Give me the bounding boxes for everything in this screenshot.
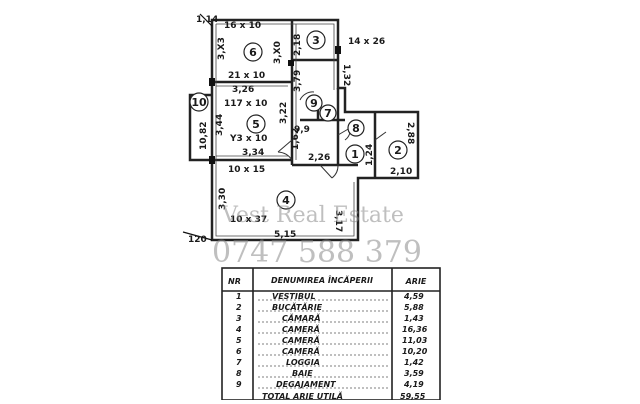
- room-8-number: 8: [352, 122, 360, 135]
- dim-label: 2,88: [405, 122, 415, 144]
- dim-label: 3,17: [333, 210, 343, 232]
- table-footer-value: 59,55: [400, 392, 426, 400]
- dim-label: 3,X3: [217, 37, 227, 60]
- room-6-marker: [243, 42, 263, 62]
- wall-inner-lines: [215, 23, 355, 237]
- dim-label: 3,34: [242, 148, 264, 158]
- dim-label: 1,24: [365, 144, 375, 166]
- room-5-number: 5: [252, 118, 260, 131]
- dim-label: 3,44: [215, 114, 225, 136]
- room-5-marker: [246, 114, 266, 134]
- table-header-area: ARIE: [405, 277, 427, 286]
- table-row-area: 4,19: [403, 380, 424, 389]
- watermark-company: Vest Real Estate: [221, 203, 404, 228]
- table-row-name: LOGGIA: [286, 358, 320, 367]
- table-row-nr: 7: [236, 358, 242, 367]
- dim-label: 9,9: [294, 125, 310, 135]
- table-row-nr: 2: [236, 303, 242, 312]
- dim-label: 10 x 37: [230, 215, 267, 225]
- dim-label: 3,X0: [273, 41, 283, 64]
- table-row-area: 10,20: [402, 347, 428, 356]
- dim-label: 21 x 10: [228, 71, 265, 81]
- room-10-number: 10: [191, 96, 207, 109]
- room-markers: [189, 30, 408, 210]
- table-row-area: 1,43: [404, 314, 424, 323]
- table-row-area: 11,03: [402, 336, 428, 345]
- room-4-number: 4: [282, 194, 290, 207]
- table-row-nr: 8: [236, 369, 242, 378]
- dim-label: 2,10: [390, 167, 412, 177]
- dim-label: 3,22: [279, 102, 289, 124]
- dim-label: 10,82: [199, 122, 209, 150]
- table-row-nr: 9: [236, 380, 242, 389]
- table-row-area: 5,88: [404, 303, 424, 312]
- table-row-name: CAMERĂ: [282, 345, 320, 356]
- table-row-nr: 5: [236, 336, 242, 345]
- dim-label: 120: [188, 235, 207, 245]
- table-footer-label: TOTAL ARIE UTILĂ: [262, 390, 343, 400]
- dim-label: 16 x 10: [224, 21, 261, 31]
- room-8-marker: [347, 119, 365, 137]
- table-row-area: 16,36: [402, 325, 428, 334]
- room-3-marker: [306, 30, 326, 50]
- room-6-number: 6: [249, 46, 257, 59]
- table-row-name: VESTIBUL: [272, 292, 316, 301]
- dim-label: 2,26: [308, 153, 330, 163]
- room-areas-table: NR DENUMIREA ÎNCĂPERII ARIE 1 VESTIBUL 4…: [221, 267, 441, 401]
- room-2-number: 2: [394, 144, 402, 157]
- watermark-phone: 0747 588 379: [212, 235, 422, 270]
- dim-label: 5,15: [274, 230, 296, 240]
- outer-wall: [210, 18, 420, 242]
- room-10-marker: [189, 92, 209, 112]
- table-row-area: 3,59: [404, 369, 424, 378]
- dim-label: 1,14: [196, 15, 218, 25]
- dim-label: 3,79: [293, 70, 303, 92]
- table-row-nr: 6: [236, 347, 242, 356]
- room-1-number: 1: [351, 148, 359, 161]
- table-row-nr: 4: [235, 325, 242, 334]
- dim-label: 117 x 10: [224, 99, 267, 109]
- room-7-number: 7: [324, 107, 332, 120]
- table-row-nr: 1: [236, 292, 242, 301]
- room-3-number: 3: [312, 34, 320, 47]
- dim-label: 3,26: [232, 85, 254, 95]
- table-row-name: BAIE: [292, 369, 313, 378]
- room-1-marker: [345, 144, 365, 164]
- room-7-marker: [319, 104, 337, 122]
- room-4-marker: [276, 190, 296, 210]
- table-row-area: 1,42: [404, 358, 424, 367]
- table-row-name: CĂMARĂ: [282, 312, 321, 323]
- table-row-name: DEGAJAMENT: [276, 380, 336, 389]
- dim-label: 1,62: [291, 128, 301, 150]
- table-row-area: 4,59: [403, 292, 424, 301]
- room-9-number: 9: [310, 97, 318, 110]
- dim-label: 2,18: [293, 34, 303, 56]
- dim-label: 3,30: [218, 188, 228, 210]
- dim-label: 14 x 26: [348, 37, 385, 47]
- table-header-nr: NR: [228, 277, 241, 286]
- table-row-name: CAMERĂ: [282, 334, 320, 345]
- dim-label: 1,32: [341, 64, 351, 86]
- room-9-marker: [305, 94, 323, 112]
- dim-label: 10 x 15: [228, 165, 265, 175]
- table-row-nr: 3: [236, 314, 242, 323]
- room-2-marker: [388, 140, 408, 160]
- dim-label: Y3 x 10: [229, 134, 267, 144]
- table-header-name: DENUMIREA ÎNCĂPERII: [271, 274, 373, 285]
- corner-marks: [182, 13, 213, 241]
- table-row-name: BUCĂTĂRIE: [272, 301, 323, 312]
- table-row-name: CAMERĂ: [282, 323, 320, 334]
- column-marks: [209, 46, 341, 164]
